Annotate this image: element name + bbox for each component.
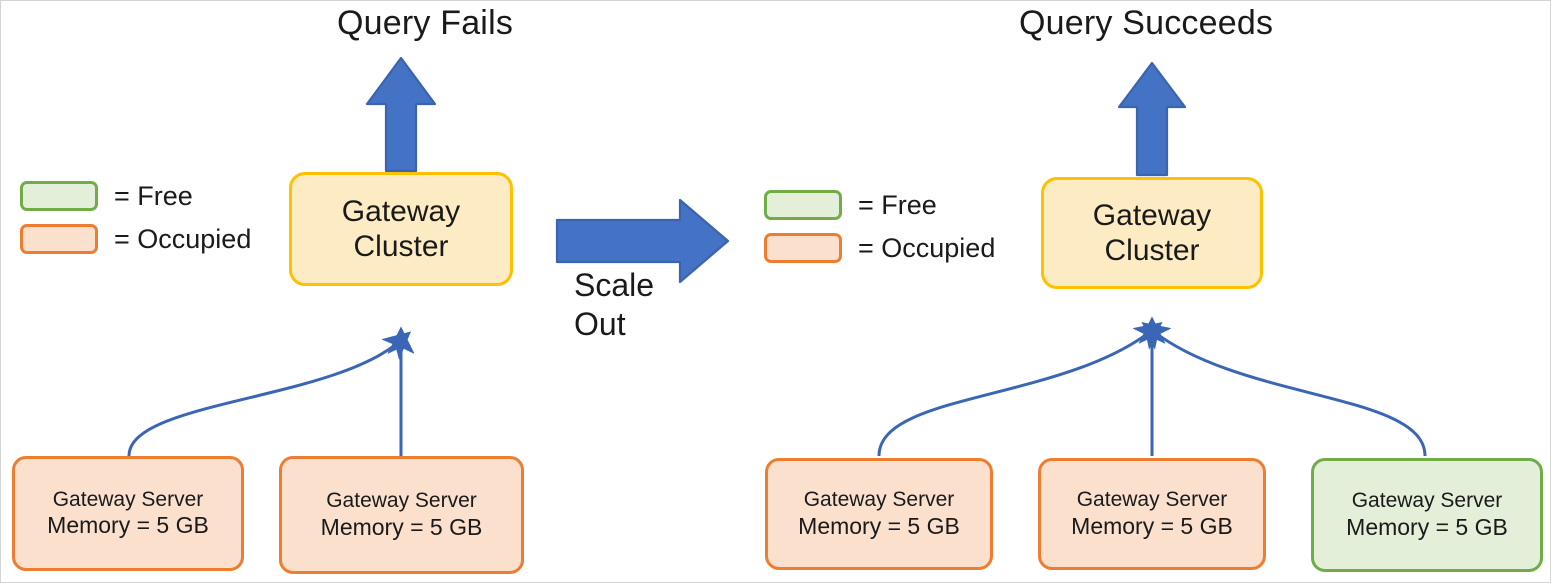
left-connectors: [127, 341, 401, 457]
scale-out-line2: Out: [574, 306, 626, 343]
legend-label-occupied: = Occupied: [858, 232, 996, 263]
server-label-line2: Memory = 5 GB: [798, 512, 960, 539]
occupied-swatch-icon: [20, 224, 98, 254]
query-fails-up-arrow-icon: [365, 56, 437, 173]
server-label-line2: Memory = 5 GB: [1346, 513, 1508, 540]
legend-right: = Free = Occupied: [764, 188, 995, 274]
gateway-server-right-1[interactable]: Gateway Server Memory = 5 GB: [765, 458, 993, 570]
server-label-line2: Memory = 5 GB: [320, 513, 483, 540]
gateway-server-left-2[interactable]: Gateway Server Memory = 5 GB: [279, 456, 524, 574]
server-label-line2: Memory = 5 GB: [47, 512, 209, 539]
cluster-label-line1: Gateway: [1092, 198, 1212, 232]
server-label-line2: Memory = 5 GB: [1071, 512, 1233, 539]
query-succeeds-up-arrow-icon: [1117, 61, 1187, 177]
gateway-cluster-right[interactable]: Gateway Cluster: [1041, 177, 1263, 289]
cluster-label-line1: Gateway: [341, 194, 461, 228]
right-connectors: [877, 331, 1427, 457]
gateway-server-right-3[interactable]: Gateway Server Memory = 5 GB: [1311, 458, 1543, 572]
page-title-right: Query Succeeds: [1019, 4, 1274, 42]
gateway-server-right-2[interactable]: Gateway Server Memory = 5 GB: [1038, 458, 1266, 570]
legend-row-occupied: = Occupied: [764, 231, 995, 265]
occupied-swatch-icon: [764, 233, 842, 263]
free-swatch-icon: [764, 190, 842, 220]
cluster-label-line2: Cluster: [353, 230, 449, 263]
legend-row-free: = Free: [764, 188, 995, 222]
scale-out-caption: Scale Out: [574, 266, 654, 344]
server-label-line1: Gateway Server: [52, 487, 204, 511]
cluster-label-line2: Cluster: [1104, 234, 1200, 267]
server-label-line1: Gateway Server: [1351, 489, 1503, 513]
gateway-cluster-left[interactable]: Gateway Cluster: [289, 172, 513, 286]
legend-label-occupied: = Occupied: [114, 223, 252, 254]
legend-label-free: = Free: [858, 189, 937, 220]
legend-left: = Free = Occupied: [20, 179, 251, 265]
legend-row-free: = Free: [20, 179, 251, 213]
scale-out-line1: Scale: [574, 267, 655, 303]
server-label-line1: Gateway Server: [803, 488, 955, 512]
legend-row-occupied: = Occupied: [20, 222, 251, 256]
free-swatch-icon: [20, 181, 98, 211]
server-label-line1: Gateway Server: [326, 489, 477, 513]
page-title-left: Query Fails: [337, 4, 514, 42]
server-label-line1: Gateway Server: [1076, 488, 1228, 512]
legend-label-free: = Free: [114, 180, 193, 211]
gateway-server-left-1[interactable]: Gateway Server Memory = 5 GB: [12, 456, 244, 571]
